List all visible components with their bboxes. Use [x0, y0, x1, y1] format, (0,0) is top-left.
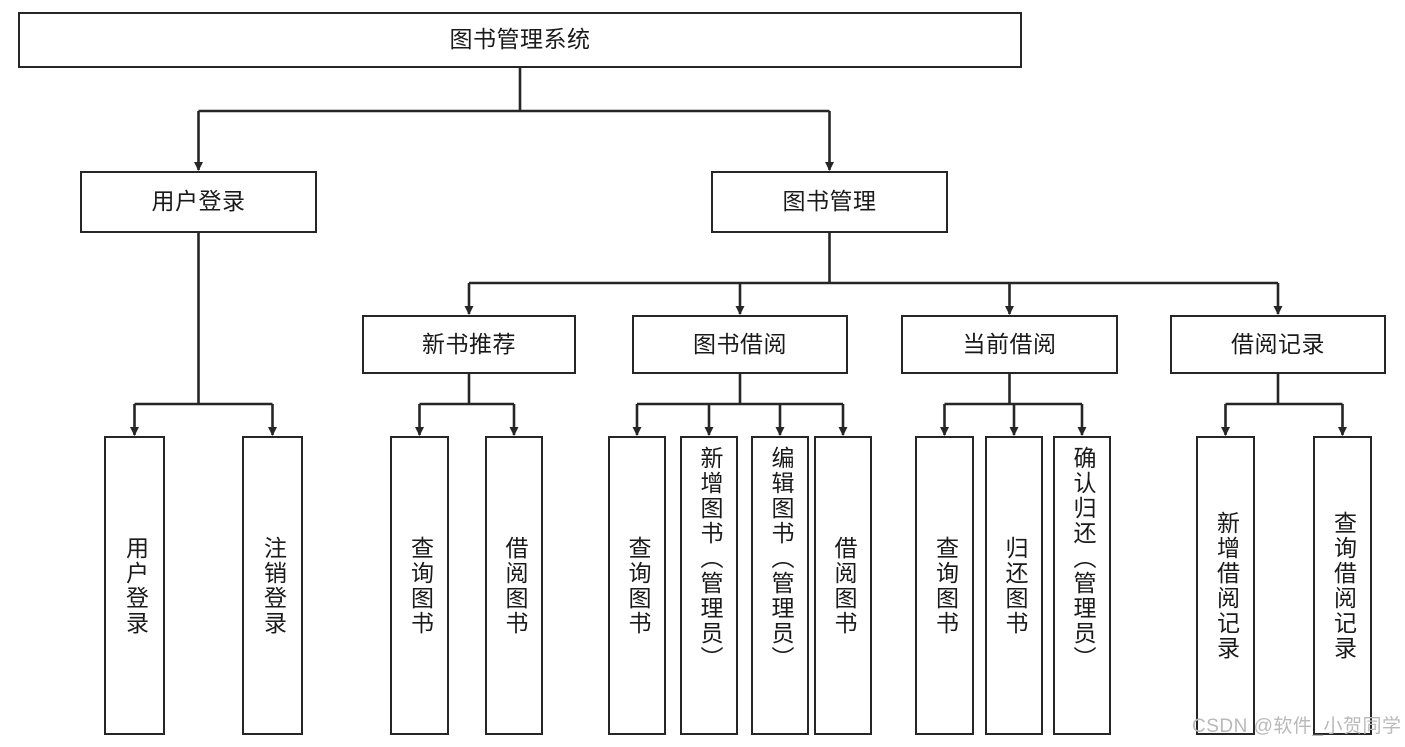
node-label: 新增借阅记录	[1213, 510, 1240, 661]
node-leaf-query-book-borrow[interactable]: 查询图书	[608, 436, 666, 735]
node-label: 注销登录	[260, 535, 287, 636]
node-current-borrow[interactable]: 当前借阅	[901, 315, 1118, 374]
node-leaf-add-book-admin[interactable]: 新增图书（管理员）	[680, 436, 738, 735]
node-user-login[interactable]: 用户登录	[80, 171, 317, 233]
node-label: 编辑图书（管理员）	[767, 446, 794, 671]
node-label: 图书管理系统	[449, 26, 591, 53]
node-book-borrow[interactable]: 图书借阅	[632, 315, 848, 374]
node-borrow-record[interactable]: 借阅记录	[1170, 315, 1386, 374]
node-book-management[interactable]: 图书管理	[711, 171, 948, 233]
node-leaf-edit-book-admin[interactable]: 编辑图书（管理员）	[751, 436, 809, 735]
node-label: 查询图书	[624, 535, 651, 636]
node-label: 图书借阅	[693, 330, 787, 357]
node-label: 查询图书	[932, 535, 959, 636]
node-label: 新书推荐	[422, 330, 516, 357]
node-label: 用户登录	[151, 188, 246, 215]
node-leaf-add-borrow-record[interactable]: 新增借阅记录	[1196, 436, 1255, 735]
node-label: 借阅图书	[501, 535, 528, 636]
node-root[interactable]: 图书管理系统	[18, 12, 1022, 68]
watermark-text: CSDN @软件_小贺同学	[1192, 716, 1402, 737]
node-leaf-return-book[interactable]: 归还图书	[985, 436, 1043, 735]
node-new-book-recommend[interactable]: 新书推荐	[362, 315, 576, 374]
node-label: 查询借阅记录	[1330, 510, 1357, 661]
node-label: 图书管理	[782, 188, 877, 215]
node-leaf-logout[interactable]: 注销登录	[242, 436, 303, 735]
node-label: 归还图书	[1001, 535, 1028, 636]
node-label: 新增图书（管理员）	[696, 446, 723, 671]
node-leaf-confirm-return-admin[interactable]: 确认归还（管理员）	[1053, 436, 1111, 735]
node-leaf-query-book-current[interactable]: 查询图书	[915, 436, 974, 735]
node-leaf-query-borrow-record[interactable]: 查询借阅记录	[1313, 436, 1372, 735]
node-leaf-borrow-book-recommend[interactable]: 借阅图书	[485, 436, 543, 735]
node-label: 确认归还（管理员）	[1069, 446, 1096, 671]
node-label: 当前借阅	[962, 330, 1057, 357]
node-leaf-borrow-book[interactable]: 借阅图书	[814, 436, 872, 735]
node-label: 借阅图书	[830, 535, 857, 636]
node-label: 查询图书	[407, 535, 434, 636]
node-label: 借阅记录	[1231, 330, 1325, 357]
node-label: 用户登录	[122, 535, 149, 636]
node-leaf-user-login[interactable]: 用户登录	[104, 436, 165, 735]
node-leaf-query-book-recommend[interactable]: 查询图书	[390, 436, 449, 735]
